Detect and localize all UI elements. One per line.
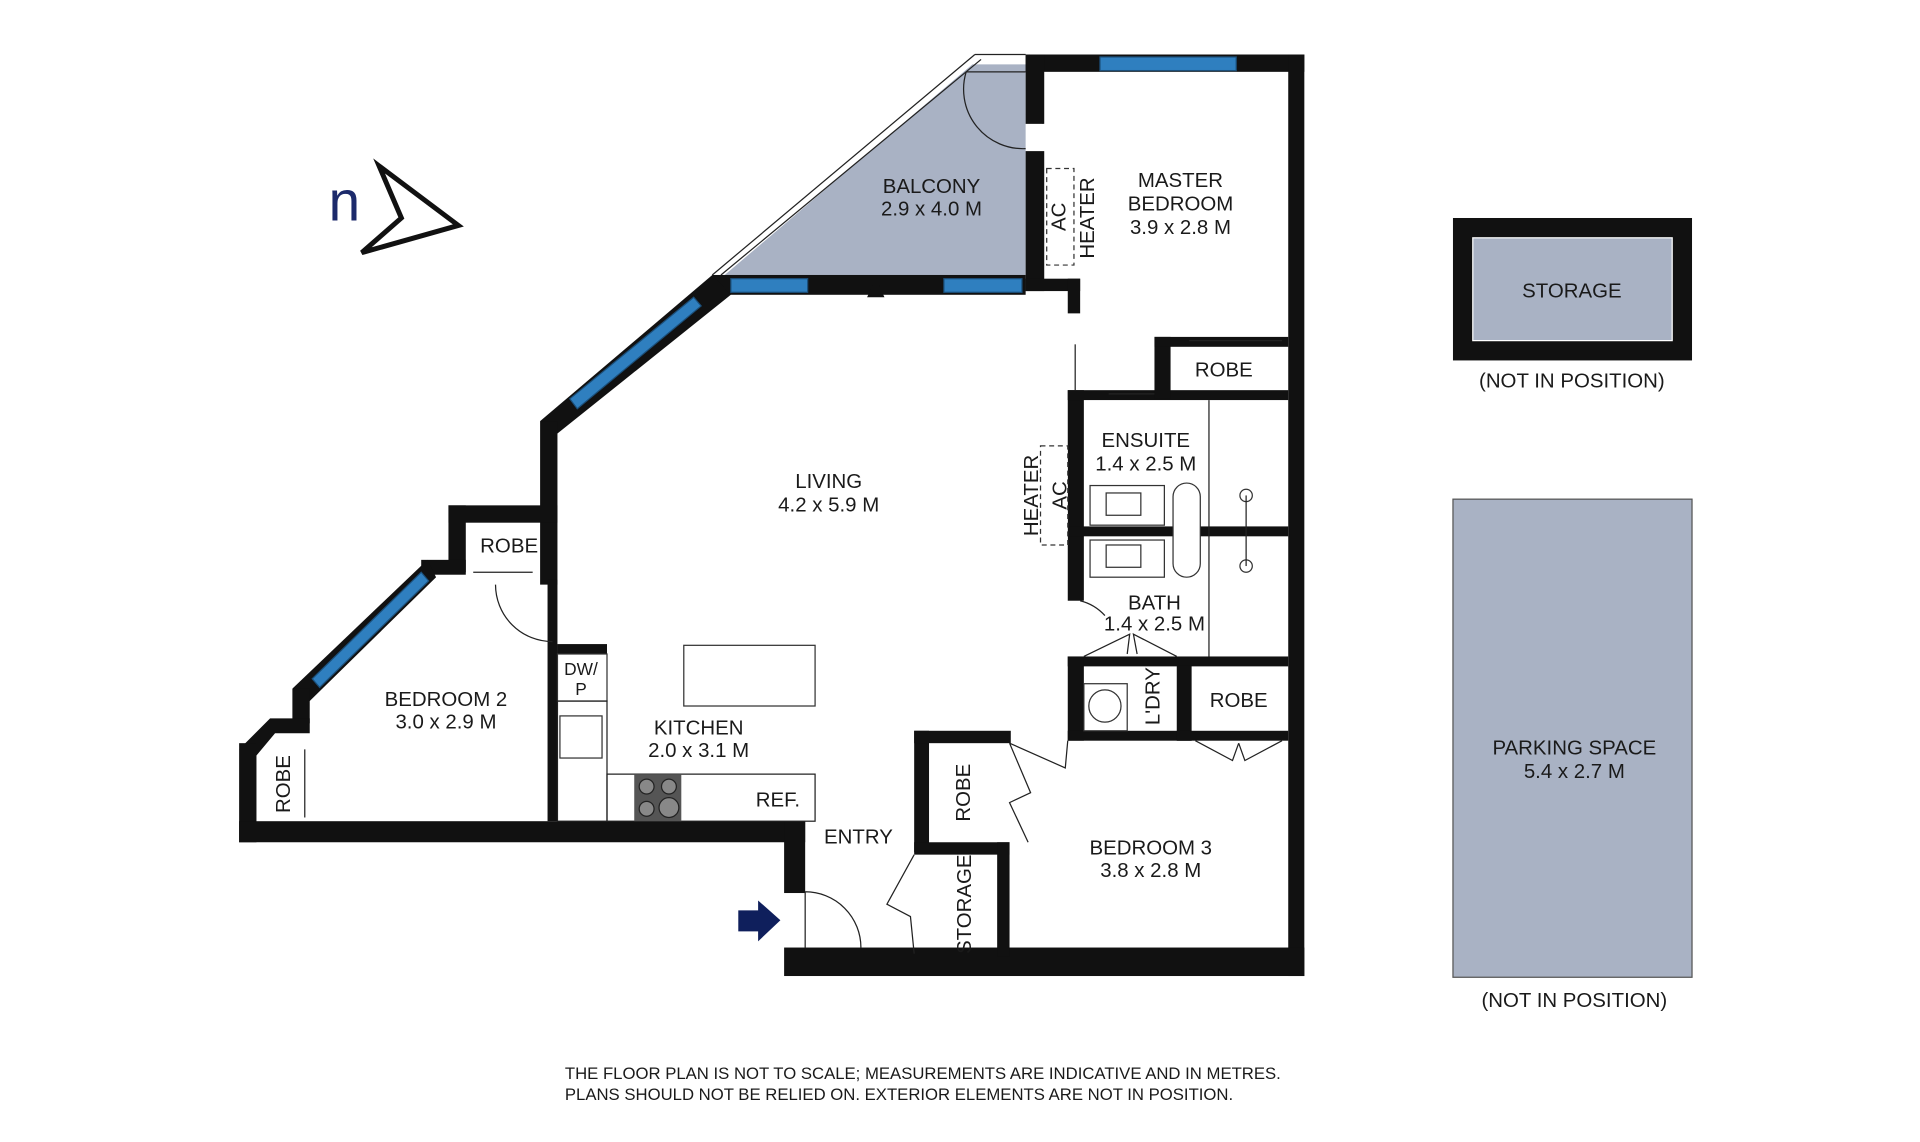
balcony bbox=[711, 53, 1043, 276]
laundry-label: L'DRY bbox=[1142, 667, 1164, 725]
robe-label-bed2: ROBE bbox=[273, 755, 295, 813]
kitchen-dims: 2.0 x 3.1 M bbox=[648, 740, 749, 762]
disclaimer-line-1: THE FLOOR PLAN IS NOT TO SCALE; MEASUREM… bbox=[565, 1064, 1281, 1083]
robe-label-master: ROBE bbox=[1195, 360, 1253, 382]
master-dims: 3.9 x 2.8 M bbox=[1130, 217, 1231, 239]
heater-label-master: HEATER bbox=[1077, 177, 1099, 258]
dwp-label-2: P bbox=[575, 679, 587, 699]
balcony-dims: 2.9 x 4.0 M bbox=[881, 199, 982, 221]
room-labels: BALCONY 2.9 x 4.0 M MASTER BEDROOM 3.9 x… bbox=[273, 170, 1268, 954]
ensuite-dims: 1.4 x 2.5 M bbox=[1095, 454, 1196, 476]
bedroom3-dims: 3.8 x 2.8 M bbox=[1100, 860, 1201, 882]
parking-space: PARKING SPACE 5.4 x 2.7 M (NOT IN POSITI… bbox=[1452, 498, 1693, 1012]
parking-dims: 5.4 x 2.7 M bbox=[1524, 761, 1625, 783]
parking-note: (NOT IN POSITION) bbox=[1481, 990, 1667, 1012]
parking-label: PARKING SPACE bbox=[1492, 737, 1656, 759]
bath-label: BATH bbox=[1128, 592, 1181, 614]
north-indicator: n bbox=[329, 158, 464, 256]
fixtures bbox=[304, 167, 1283, 954]
external-storage-label: STORAGE bbox=[1522, 280, 1622, 302]
robe-label-bed3: ROBE bbox=[953, 764, 975, 822]
balcony-label: BALCONY bbox=[883, 176, 981, 198]
master-label: MASTER bbox=[1138, 170, 1223, 192]
dwp-label: DW/ bbox=[564, 659, 598, 679]
entry-label: ENTRY bbox=[824, 826, 893, 848]
ac-label-living: AC bbox=[1050, 481, 1072, 509]
master-label-2: BEDROOM bbox=[1128, 194, 1234, 216]
north-label: n bbox=[329, 169, 361, 233]
ref-label: REF. bbox=[756, 789, 800, 811]
bedroom2-dims: 3.0 x 2.9 M bbox=[395, 711, 496, 733]
robe-label-laundry-side: ROBE bbox=[1210, 690, 1268, 712]
windows bbox=[311, 56, 1237, 689]
bath-dims: 1.4 x 2.5 M bbox=[1104, 613, 1205, 635]
ensuite-label: ENSUITE bbox=[1102, 430, 1191, 452]
external-storage-note: (NOT IN POSITION) bbox=[1479, 371, 1665, 393]
kitchen-label: KITCHEN bbox=[654, 717, 744, 739]
disclaimer-line-2: PLANS SHOULD NOT BE RELIED ON. EXTERIOR … bbox=[565, 1085, 1233, 1104]
storage-label: STORAGE bbox=[954, 854, 976, 954]
entry-arrow-icon bbox=[738, 900, 781, 942]
bedroom3-label: BEDROOM 3 bbox=[1089, 838, 1212, 860]
living-dims: 4.2 x 5.9 M bbox=[778, 495, 879, 517]
robe-label-bed2-nook: ROBE bbox=[480, 535, 538, 557]
north-arrow-icon bbox=[360, 158, 464, 256]
balcony-door-arrow-icon bbox=[867, 277, 885, 298]
living-label: LIVING bbox=[795, 471, 862, 493]
heater-label-living: HEATER bbox=[1021, 455, 1043, 536]
external-storage: STORAGE (NOT IN POSITION) bbox=[1452, 217, 1693, 393]
ac-label-master: AC bbox=[1048, 203, 1070, 231]
bedroom2-label: BEDROOM 2 bbox=[385, 689, 508, 711]
